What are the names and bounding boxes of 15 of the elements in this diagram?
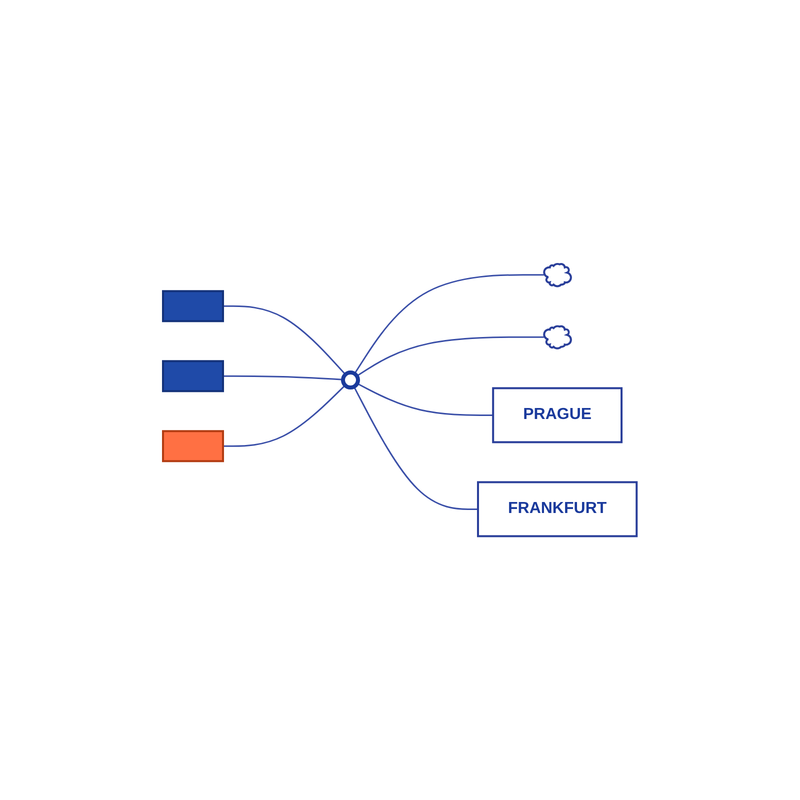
node-cloud — [543, 325, 572, 350]
connector — [223, 305, 346, 375]
connector — [223, 375, 344, 380]
node-circle — [341, 370, 360, 390]
connector — [353, 386, 478, 510]
node-box — [162, 360, 224, 392]
connector — [356, 382, 494, 416]
node-box — [162, 430, 224, 462]
node-box: FRANKFURT — [477, 481, 638, 538]
connector — [354, 274, 544, 374]
connector — [223, 384, 346, 447]
node-box — [162, 290, 224, 322]
node-box: PRAGUE — [492, 387, 623, 444]
node-cloud — [543, 262, 572, 288]
connector — [356, 336, 544, 377]
